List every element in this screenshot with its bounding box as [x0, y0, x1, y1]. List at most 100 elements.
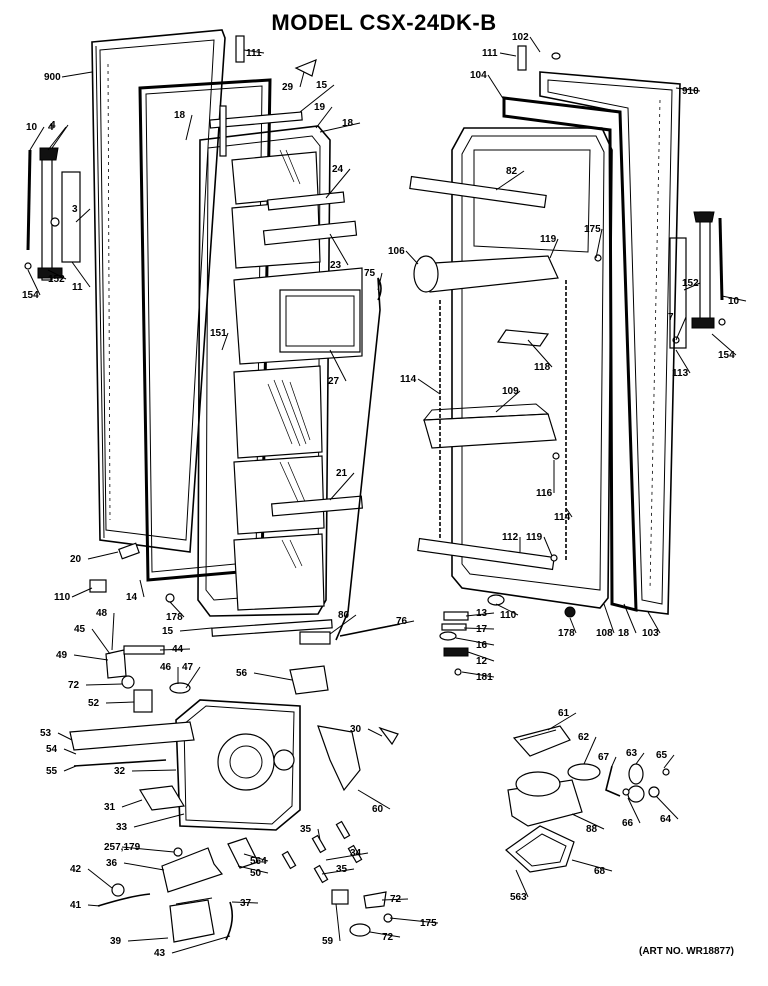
part-number-label: 114 [400, 374, 417, 385]
part-number-label: 4 [48, 122, 54, 133]
part-number-label: 67 [598, 752, 610, 763]
callout-leader-line [123, 862, 165, 871]
part-number-label: 110 [54, 592, 71, 603]
part-number-label: 4 [50, 120, 56, 131]
callout-leader-line [377, 272, 383, 291]
part-number-label: 181 [476, 672, 493, 683]
callout-leader-line [231, 901, 259, 904]
callout-leader-line [179, 627, 213, 632]
callout-leader-line [721, 295, 747, 302]
callout-leader-line [603, 603, 615, 634]
callout-leader-line [299, 71, 305, 88]
part-number-label: 154 [22, 290, 39, 301]
callout-leader-line [237, 865, 269, 874]
callout-leader-line [675, 349, 691, 374]
part-number-label: 18 [342, 118, 354, 129]
part-number-label: 910 [682, 86, 699, 97]
part-number-label: 72 [382, 932, 394, 943]
part-number-label: 32 [114, 766, 126, 777]
part-number-label: 65 [656, 750, 668, 761]
part-number-label: 7 [668, 312, 674, 323]
part-number-label: 24 [332, 164, 344, 175]
bottom-left-parts [97, 820, 393, 943]
callout-leader-line [675, 87, 701, 92]
part-number-label: 42 [70, 864, 82, 875]
part-number-label: 19 [314, 102, 326, 113]
callout-leader-line [325, 168, 351, 199]
callout-leader-line [139, 579, 145, 598]
callout-leader-line [367, 728, 383, 737]
callout-leader-line [647, 611, 661, 634]
callout-leader-line [379, 620, 415, 629]
part-number-label: 154 [718, 350, 735, 361]
part-number-label: 75 [364, 268, 376, 279]
fresh-food-door-gaskets [502, 71, 681, 615]
left-door-panel [91, 29, 226, 553]
callout-leader-line [51, 124, 69, 149]
part-number-label: 76 [396, 616, 408, 627]
part-number-label: 178 [166, 612, 183, 623]
callout-leader-line [317, 828, 321, 841]
part-number-label: 88 [586, 824, 598, 835]
part-number-label: 27 [328, 376, 340, 387]
callout-leader-line [299, 84, 335, 113]
part-number-label: 10 [26, 122, 38, 133]
callout-leader-line [595, 228, 603, 259]
callout-leader-line [417, 378, 441, 395]
callout-leader-line [527, 339, 553, 368]
callout-leader-line [611, 756, 617, 767]
small-freezer-parts [89, 35, 331, 645]
freezer-shelf-bars [209, 111, 364, 637]
callout-leader-line [495, 603, 519, 616]
callout-leader-line [455, 637, 495, 646]
callout-leader-line [571, 859, 613, 872]
part-number-label: 63 [626, 748, 638, 759]
callout-leader-line [121, 846, 175, 853]
callout-leader-line [185, 666, 201, 689]
part-number-label: 68 [594, 866, 606, 877]
part-number-label: 20 [70, 554, 82, 565]
part-number-label: 108 [596, 628, 613, 639]
callout-leader-line [515, 869, 529, 898]
callout-leader-line [623, 603, 637, 634]
part-number-label: 11 [72, 282, 83, 293]
callout-leader-line [121, 799, 143, 808]
callout-leader-line [495, 390, 521, 413]
part-number-label: 41 [70, 900, 82, 911]
callout-leader-line [465, 612, 495, 617]
part-number-label: 12 [476, 656, 488, 667]
part-number-label: 21 [336, 468, 348, 479]
part-number-label: 55 [46, 766, 58, 777]
part-number-label: 14 [126, 592, 138, 603]
fresh-food-door-shelves [409, 175, 567, 571]
part-number-label: 900 [44, 72, 61, 83]
part-number-label: 17 [476, 624, 488, 635]
part-number-label: 61 [558, 708, 570, 719]
callout-leader-line [683, 282, 701, 291]
part-number-label: 66 [622, 818, 634, 829]
part-number-label: 119 [526, 532, 543, 543]
part-number-label: 39 [110, 936, 122, 947]
part-number-label: 50 [250, 868, 262, 879]
part-number-label: 109 [502, 386, 519, 397]
callout-leader-line [529, 36, 541, 53]
callout-leader-line [71, 261, 91, 288]
callout-leader-line [243, 853, 269, 862]
part-number-label: 119 [540, 234, 557, 245]
part-number-label: 62 [578, 732, 590, 743]
dispenser-mechanism [69, 645, 399, 831]
part-number-label: 52 [88, 698, 100, 709]
part-number-label: 30 [350, 724, 362, 735]
part-number-label: 114 [554, 512, 571, 523]
part-number-label: 43 [154, 948, 166, 959]
part-number-label: 175 [420, 918, 437, 929]
part-number-label: 72 [68, 680, 80, 691]
part-number-label: 151 [210, 328, 227, 339]
part-number-label: 111 [482, 48, 498, 59]
part-number-label: 35 [336, 864, 348, 875]
part-number-label: 37 [240, 898, 252, 909]
callout-leader-line [47, 126, 67, 151]
part-number-label: 53 [40, 728, 52, 739]
